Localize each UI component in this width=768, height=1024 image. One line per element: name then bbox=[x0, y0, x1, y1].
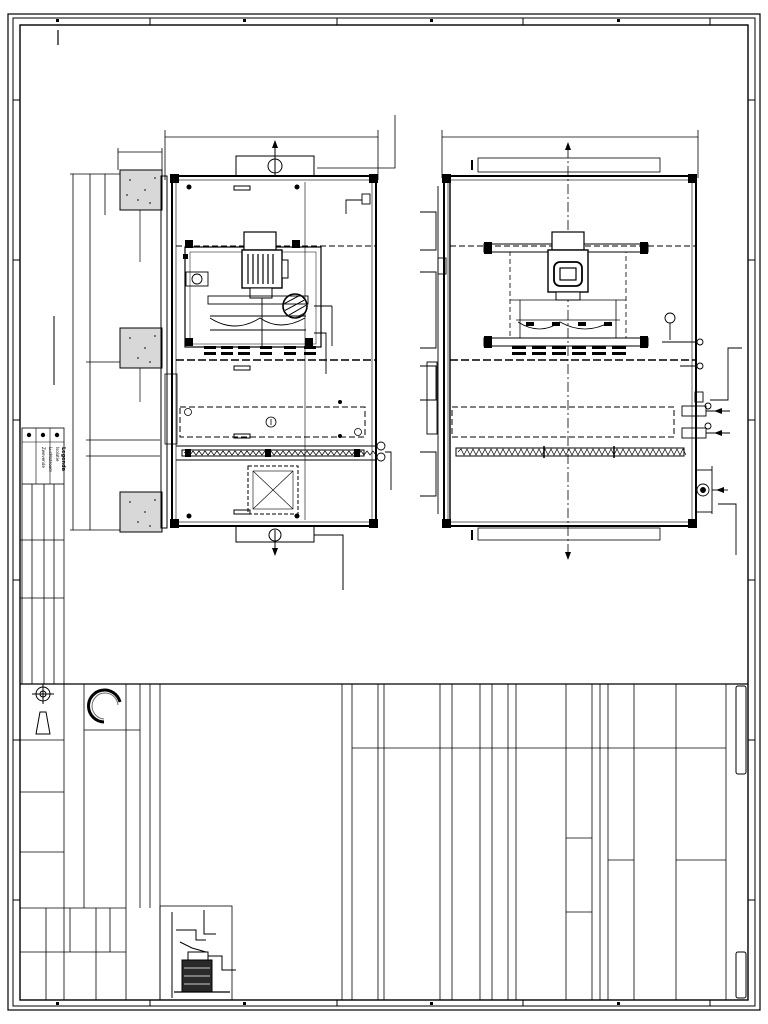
legend-box: Legenda Isolatie Luchtstroom Zwevende bbox=[21, 427, 66, 485]
legend-title: Legenda bbox=[60, 447, 66, 471]
concrete-block-middle bbox=[119, 327, 163, 369]
side-connections bbox=[662, 312, 742, 555]
concrete-block-top bbox=[119, 169, 163, 211]
frame-ticks bbox=[13, 18, 755, 1006]
concrete-block-bottom bbox=[119, 491, 163, 533]
front-inspection-hatch bbox=[247, 465, 299, 515]
front-filter-section bbox=[179, 406, 366, 438]
detail-inset bbox=[159, 905, 236, 1001]
front-cabinet-body bbox=[171, 175, 377, 527]
front-view bbox=[53, 115, 396, 590]
side-motor-section bbox=[450, 231, 696, 361]
legend-line-2: Luchtstroom bbox=[48, 447, 53, 472]
front-bottom-outlet bbox=[235, 525, 344, 590]
front-top-outlet bbox=[235, 140, 315, 177]
side-cabinet-body bbox=[443, 175, 697, 527]
legend-line-3: Zwevende bbox=[41, 447, 46, 468]
title-block bbox=[20, 684, 727, 1000]
projection-symbol-icon bbox=[32, 684, 54, 735]
front-motor-section bbox=[176, 182, 376, 520]
frame-tick-marks bbox=[56, 19, 620, 1005]
front-coil-strip bbox=[176, 445, 377, 461]
legend-line-1: Isolatie bbox=[55, 447, 60, 462]
company-logo-icon bbox=[87, 688, 122, 724]
side-view bbox=[420, 130, 742, 560]
